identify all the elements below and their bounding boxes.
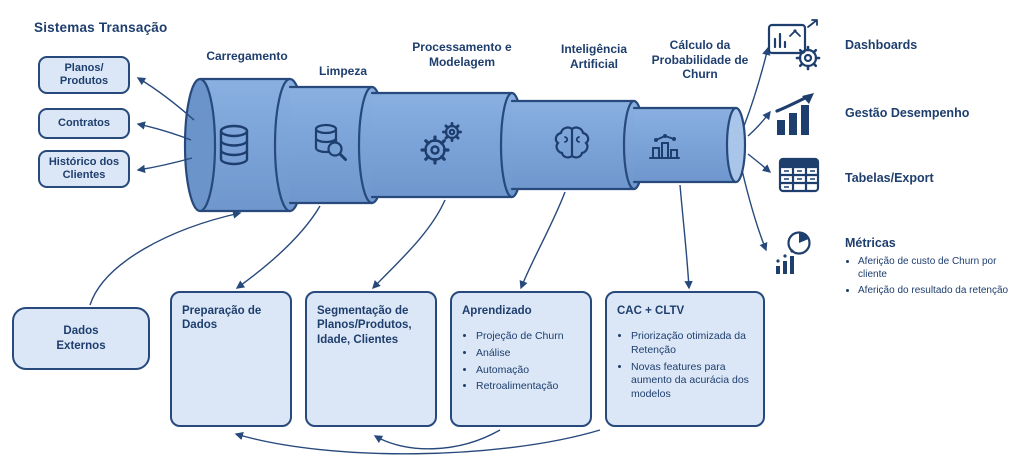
table-icon [778,157,820,193]
bullet-item: Análise [476,347,580,361]
box-title: Aprendizado [462,305,532,317]
arrow-pipe-to-cac [679,184,693,290]
flow-arrows [89,46,772,455]
box-title: CAC + CLTV [617,305,685,317]
box-bullet-list: Priorização otimizada da Retenção Novas … [617,330,753,401]
database-search-icon [314,123,347,161]
arrow-to-metricas [741,169,768,252]
source-box-historico-clientes: Histórico dos Clientes [38,150,130,188]
box-dados-externos: Dados Externos [12,307,150,370]
box-segmentacao: Segmentação de Planos/Produtos, Idade, C… [305,291,437,427]
output-label-gestao-desempenho: Gestão Desempenho [845,106,970,120]
arrow-to-dashboards [743,46,771,127]
arrow-to-contratos [136,121,192,141]
output-label-tabelas-export: Tabelas/Export [845,171,934,185]
arrow-pipe-to-segmentacao [372,199,446,290]
arrow-feedback-short [373,429,501,450]
bullet-item: Automação [476,364,580,378]
dashboard-icon [767,19,821,71]
output-label-metricas: Métricas [845,236,896,250]
brain-icon [554,126,590,159]
arrow-dados-to-pipe [89,210,242,306]
stage-label-calculo-churn: Cálculo da Probabilidade de Churn [651,38,749,82]
arrow-to-gestao [747,110,771,137]
arrow-to-historico [136,157,193,174]
box-bullet-list: Projeção de Churn Análise Automação Retr… [462,330,580,394]
gears-icon [420,122,462,165]
box-preparacao-dados: Preparação de Dados [170,291,292,427]
diagram-title: Sistemas Transação [34,20,168,35]
box-cac-cltv: CAC + CLTV Priorização otimizada da Rete… [605,291,765,427]
metricas-bullets: Aferição de custo de Churn por cliente A… [845,255,1023,300]
box-title: Segmentação de Planos/Produtos, Idade, C… [317,305,412,346]
source-box-label: Histórico dos Clientes [48,156,120,181]
arrow-feedback-long [234,429,601,455]
bullet-item: Aferição de custo de Churn por cliente [858,255,1023,281]
source-box-contratos: Contratos [38,108,130,139]
bar-chart-icon [649,134,680,159]
stage-label-ia: Inteligência Artificial [560,42,628,71]
bullet-item: Priorização otimizada da Retenção [631,330,753,357]
box-title: Dados Externos [56,325,106,352]
stage-label-processamento: Processamento e Modelagem [412,40,512,69]
output-label-dashboards: Dashboards [845,38,918,52]
source-box-label: Planos/ Produtos [59,62,109,87]
stage-label-carregamento: Carregamento [206,49,288,63]
bullet-item: Projeção de Churn [476,330,580,344]
arrow-pipe-to-aprendizado [519,191,566,290]
growth-chart-icon [775,93,814,135]
stage-label-limpeza: Limpeza [318,64,367,78]
arrow-to-tabelas [747,153,772,173]
source-box-label: Contratos [58,117,110,130]
source-box-planos-produtos: Planos/ Produtos [38,56,130,94]
database-icon [219,124,249,166]
box-aprendizado: Aprendizado Projeção de Churn Análise Au… [450,291,592,427]
bullet-item: Retroalimentação [476,380,580,394]
arrow-pipe-to-preparacao [235,205,321,289]
bullet-item: Aferição do resultado da retenção [858,284,1023,297]
arrow-to-planos [136,77,195,121]
pie-chart-icon [776,231,811,274]
bullet-item: Novas features para aumento da acurácia … [631,361,753,402]
box-title: Preparação de Dados [182,305,262,332]
